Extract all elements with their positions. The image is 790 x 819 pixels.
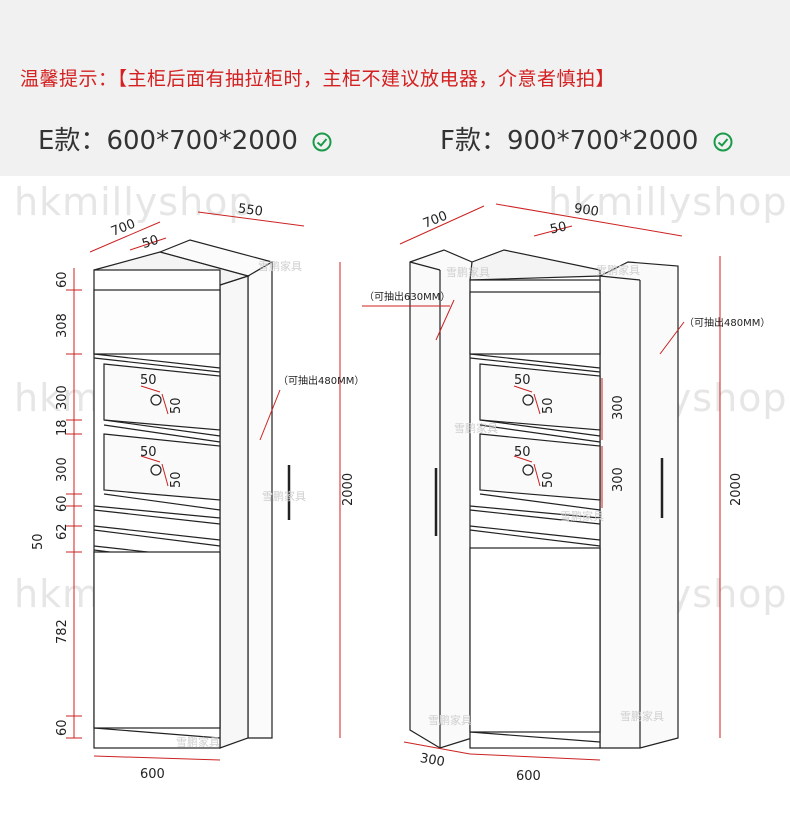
model-f-size: 900*700*2000 [506,126,699,156]
brand-watermark: 雪鹏家具 [176,735,220,749]
notice-text: 温馨提示：【主柜后面有抽拉柜时，主柜不建议放电器，介意者慎拍】 [20,64,615,91]
brand-watermark: 雪鹏家具 [428,713,472,727]
check-circle-icon [312,132,332,151]
e-height-782: 782 [55,619,70,644]
e-pull-note: （可抽出480MM） [278,374,364,387]
e-top-gap: 50 [140,233,160,252]
brand-watermark: 雪鹏家具 [596,263,640,277]
f-top-gap: 50 [549,219,568,237]
brand-watermark: 雪鹏家具 [258,259,302,273]
header-banner [0,0,790,176]
watermark-text: hkmillyshop [14,180,254,224]
f-bottom-right: 600 [516,769,541,784]
notice-body: 【主柜后面有抽拉柜时，主柜不建议放电器，介意者慎拍】 [117,68,616,90]
e-hole-d: 50 [169,471,184,488]
brand-watermark: 雪鹏家具 [446,265,490,279]
f-shelf-b: 300 [611,467,626,492]
e-hole-a: 50 [140,373,157,388]
f-left-pull-note: （可抽出630MM） [364,290,450,303]
model-f-label: F款：900*700*2000 [440,120,733,157]
e-height-62: 62 [55,523,70,540]
e-total-height: 2000 [341,473,356,506]
f-shelf-a: 300 [611,395,626,420]
model-e-name: E款： [38,126,107,156]
cabinet-f-dimensions [362,203,721,761]
f-hole-a: 50 [514,373,531,388]
model-e-size: 600*700*2000 [106,126,298,156]
cabinet-e-dimensions [66,211,341,761]
e-height-60-top: 60 [55,271,70,288]
model-e-label: E款：600*700*2000 [38,120,332,157]
brand-watermark: 雪鹏家具 [262,489,306,503]
f-hole-b: 50 [541,397,556,414]
e-height-300-b: 300 [55,457,70,482]
notice-lead: 温馨提示： [20,68,118,90]
f-right-pull-note: （可抽出480MM） [684,316,770,329]
brand-watermark: 雪鹏家具 [454,421,498,435]
e-height-18: 18 [55,419,70,436]
watermark-text: hkmillyshop [548,180,788,224]
e-top-depth: 700 [109,217,138,240]
e-hole-b: 50 [169,397,184,414]
cabinet-e [93,239,291,749]
e-height-308: 308 [55,313,70,338]
f-total-height: 2000 [729,473,744,506]
f-bottom-left: 300 [419,751,446,770]
brand-watermark: 雪鹏家具 [620,709,664,723]
e-height-60-mid: 60 [55,495,70,512]
e-hole-c: 50 [140,445,157,460]
brand-watermark: 雪鹏家具 [560,509,604,523]
check-circle-icon [713,132,733,151]
e-top-width: 550 [237,201,264,219]
model-f-name: F款： [440,126,507,156]
e-height-50: 50 [31,533,46,550]
f-hole-c: 50 [514,445,531,460]
e-bottom-width: 600 [140,767,165,782]
f-hole-d: 50 [541,471,556,488]
e-height-60-bottom: 60 [55,719,70,736]
cabinet-f [409,249,679,749]
f-top-width: 900 [573,201,600,220]
e-height-300-a: 300 [55,385,70,410]
